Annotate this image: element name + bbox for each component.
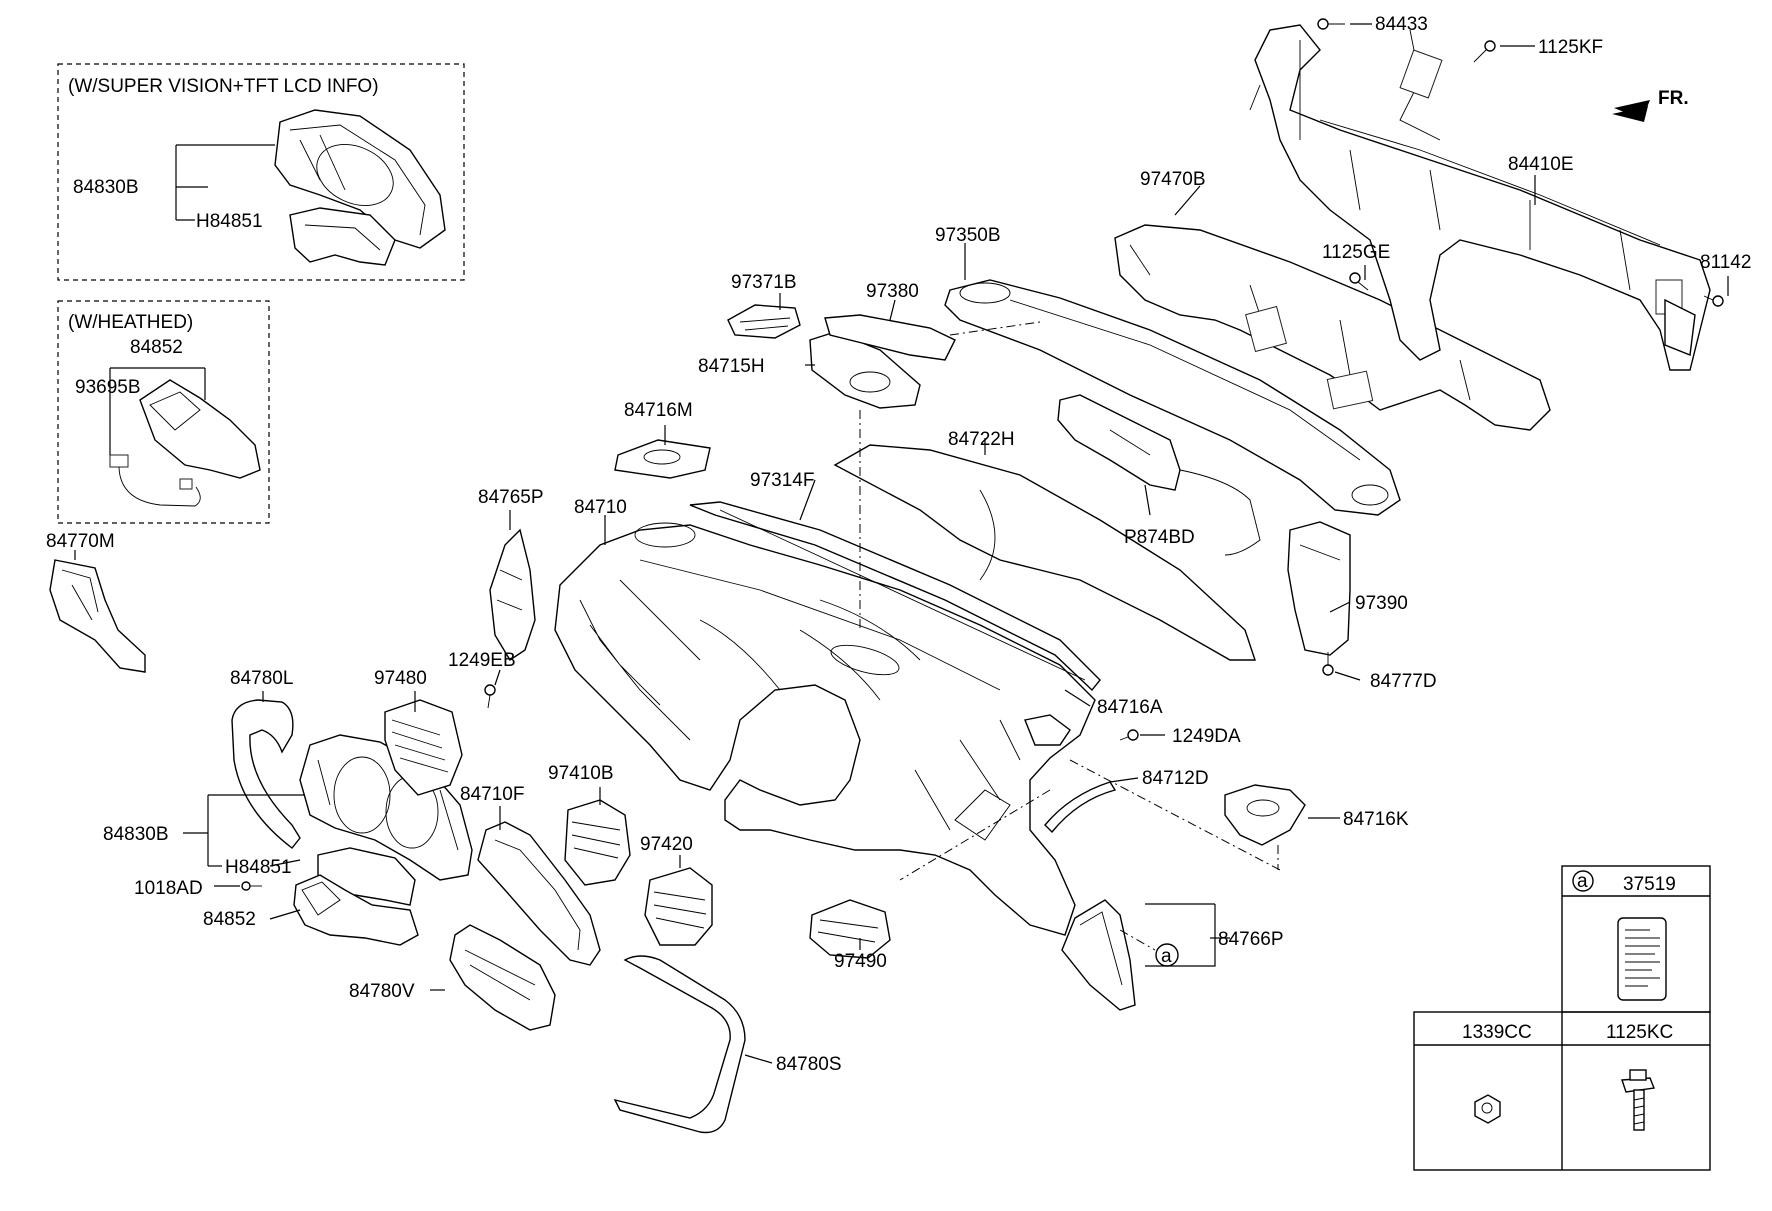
moulding-84712D bbox=[1044, 781, 1117, 834]
label-84770M: 84770M bbox=[46, 531, 115, 552]
label-84766P: 84766P bbox=[1218, 929, 1284, 950]
label-84777D: 84777D bbox=[1370, 671, 1437, 692]
side-duct-97390 bbox=[1287, 521, 1351, 656]
label-97390: 97390 bbox=[1355, 593, 1408, 614]
defrost-grille-97314F bbox=[689, 501, 1101, 692]
label-84852-top: 84852 bbox=[130, 337, 183, 358]
bolt-84433 bbox=[1317, 18, 1345, 30]
label-84765P: 84765P bbox=[478, 487, 544, 508]
label-84716K: 84716K bbox=[1343, 809, 1409, 830]
label-1018AD: 1018AD bbox=[134, 878, 203, 899]
heated-switch-panel bbox=[109, 379, 261, 507]
bolt-1249DA bbox=[1119, 729, 1139, 741]
label-84722H: 84722H bbox=[948, 429, 1015, 450]
vent-97410B bbox=[564, 799, 631, 886]
label-84712D: 84712D bbox=[1142, 768, 1209, 789]
side-panel-84770M bbox=[49, 559, 146, 673]
cluster-housing-top bbox=[274, 109, 446, 249]
label-1249EB: 1249EB bbox=[448, 650, 516, 671]
label-1249DA: 1249DA bbox=[1172, 726, 1241, 747]
legend-col1: 1339CC bbox=[1462, 1022, 1532, 1043]
super-vision-caption: (W/SUPER VISION+TFT LCD INFO) bbox=[68, 76, 379, 97]
label-84433: 84433 bbox=[1375, 14, 1428, 35]
callout-a-marker bbox=[1155, 943, 1179, 967]
leader-lines bbox=[74, 23, 1729, 1064]
vent-97420 bbox=[644, 867, 713, 946]
label-97490: 97490 bbox=[834, 951, 887, 972]
bolt-1018AD bbox=[241, 881, 262, 891]
tweeter-84766P bbox=[1061, 899, 1136, 1011]
label-84830B: 84830B bbox=[103, 824, 169, 845]
label-84710: 84710 bbox=[574, 497, 627, 518]
legend-part-a: 37519 bbox=[1623, 874, 1676, 895]
dash-lines bbox=[859, 321, 1281, 951]
crossbar-84410E bbox=[1249, 24, 1711, 371]
center-duct-97350B bbox=[944, 279, 1401, 516]
bracket-84716A bbox=[1024, 714, 1071, 746]
label-81142: 81142 bbox=[1700, 252, 1751, 273]
bolt-1249EB bbox=[484, 684, 496, 709]
label-84716A: 84716A bbox=[1097, 697, 1163, 718]
flange-bolt-icon bbox=[1621, 1069, 1655, 1131]
label-1125KF: 1125KF bbox=[1538, 37, 1603, 58]
heated-switch-lower bbox=[293, 874, 419, 946]
legend-table: a 37519 1339CC 1125KC bbox=[1413, 865, 1711, 1171]
vent-97490 bbox=[809, 899, 891, 959]
side-vent-97371B bbox=[727, 304, 801, 339]
label-H84851-top: H84851 bbox=[196, 211, 263, 232]
crash-pad-84710 bbox=[554, 522, 1096, 936]
label-97350B: 97350B bbox=[935, 225, 1001, 246]
side-duct-97380 bbox=[824, 314, 956, 361]
direction-label: FR. bbox=[1658, 88, 1689, 109]
label-84780L: 84780L bbox=[230, 668, 293, 689]
bolt-81142 bbox=[1703, 295, 1724, 307]
legend-marker-circle bbox=[1572, 870, 1594, 892]
floor-duct-P874BD bbox=[1057, 394, 1261, 556]
legend-marker-label: a bbox=[1577, 871, 1588, 892]
label-97470B: 97470B bbox=[1140, 169, 1206, 190]
label-84710F: 84710F bbox=[460, 784, 524, 805]
speaker-grille-84716M bbox=[614, 439, 711, 479]
label-P874BD: P874BD bbox=[1124, 527, 1195, 548]
label-84780V: 84780V bbox=[349, 981, 415, 1002]
label-84410E: 84410E bbox=[1508, 154, 1574, 175]
upper-pad-84722H bbox=[833, 444, 1256, 661]
callout-a-label: a bbox=[1161, 946, 1172, 967]
bezel-84710F bbox=[477, 821, 601, 966]
vent-97480 bbox=[384, 699, 463, 796]
garnish-84780L bbox=[231, 699, 301, 849]
label-93695B: 93695B bbox=[75, 377, 141, 398]
label-84830B-top: 84830B bbox=[73, 177, 139, 198]
garnish-84780S bbox=[613, 955, 746, 1134]
bracket-84765P bbox=[489, 528, 536, 661]
label-97314F: 97314F bbox=[750, 470, 814, 491]
main-duct-97470B bbox=[1114, 224, 1551, 431]
hex-nut-icon bbox=[1474, 1094, 1501, 1124]
label-84715H: 84715H bbox=[698, 356, 765, 377]
label-84780S: 84780S bbox=[776, 1054, 842, 1075]
sticker-label-icon bbox=[1617, 917, 1667, 1001]
label-97480: 97480 bbox=[374, 668, 427, 689]
label-97410B: 97410B bbox=[548, 763, 614, 784]
panel-84780V bbox=[449, 924, 556, 1031]
label-97420: 97420 bbox=[640, 834, 693, 855]
legend-col2: 1125KC bbox=[1606, 1022, 1673, 1043]
label-84852: 84852 bbox=[203, 909, 256, 930]
bolt-1125KF bbox=[1473, 40, 1496, 63]
bolt-1125GE bbox=[1349, 272, 1369, 291]
cluster-fascia-top bbox=[289, 207, 396, 266]
forward-arrow-icon bbox=[1612, 100, 1650, 122]
label-H84851: H84851 bbox=[225, 857, 292, 878]
part-labels: 84433 1125KF 84410E 1125GE 81142 97470B … bbox=[46, 14, 1751, 1075]
label-84716M: 84716M bbox=[624, 400, 693, 421]
label-97380: 97380 bbox=[866, 281, 919, 302]
heathed-caption: (W/HEATHED) bbox=[68, 312, 193, 333]
speaker-grille-84716K bbox=[1224, 784, 1306, 846]
super-vision-box bbox=[57, 63, 465, 281]
label-1125GE: 1125GE bbox=[1322, 242, 1390, 263]
label-97371B: 97371B bbox=[731, 272, 797, 293]
bolt-84777D bbox=[1322, 652, 1334, 676]
